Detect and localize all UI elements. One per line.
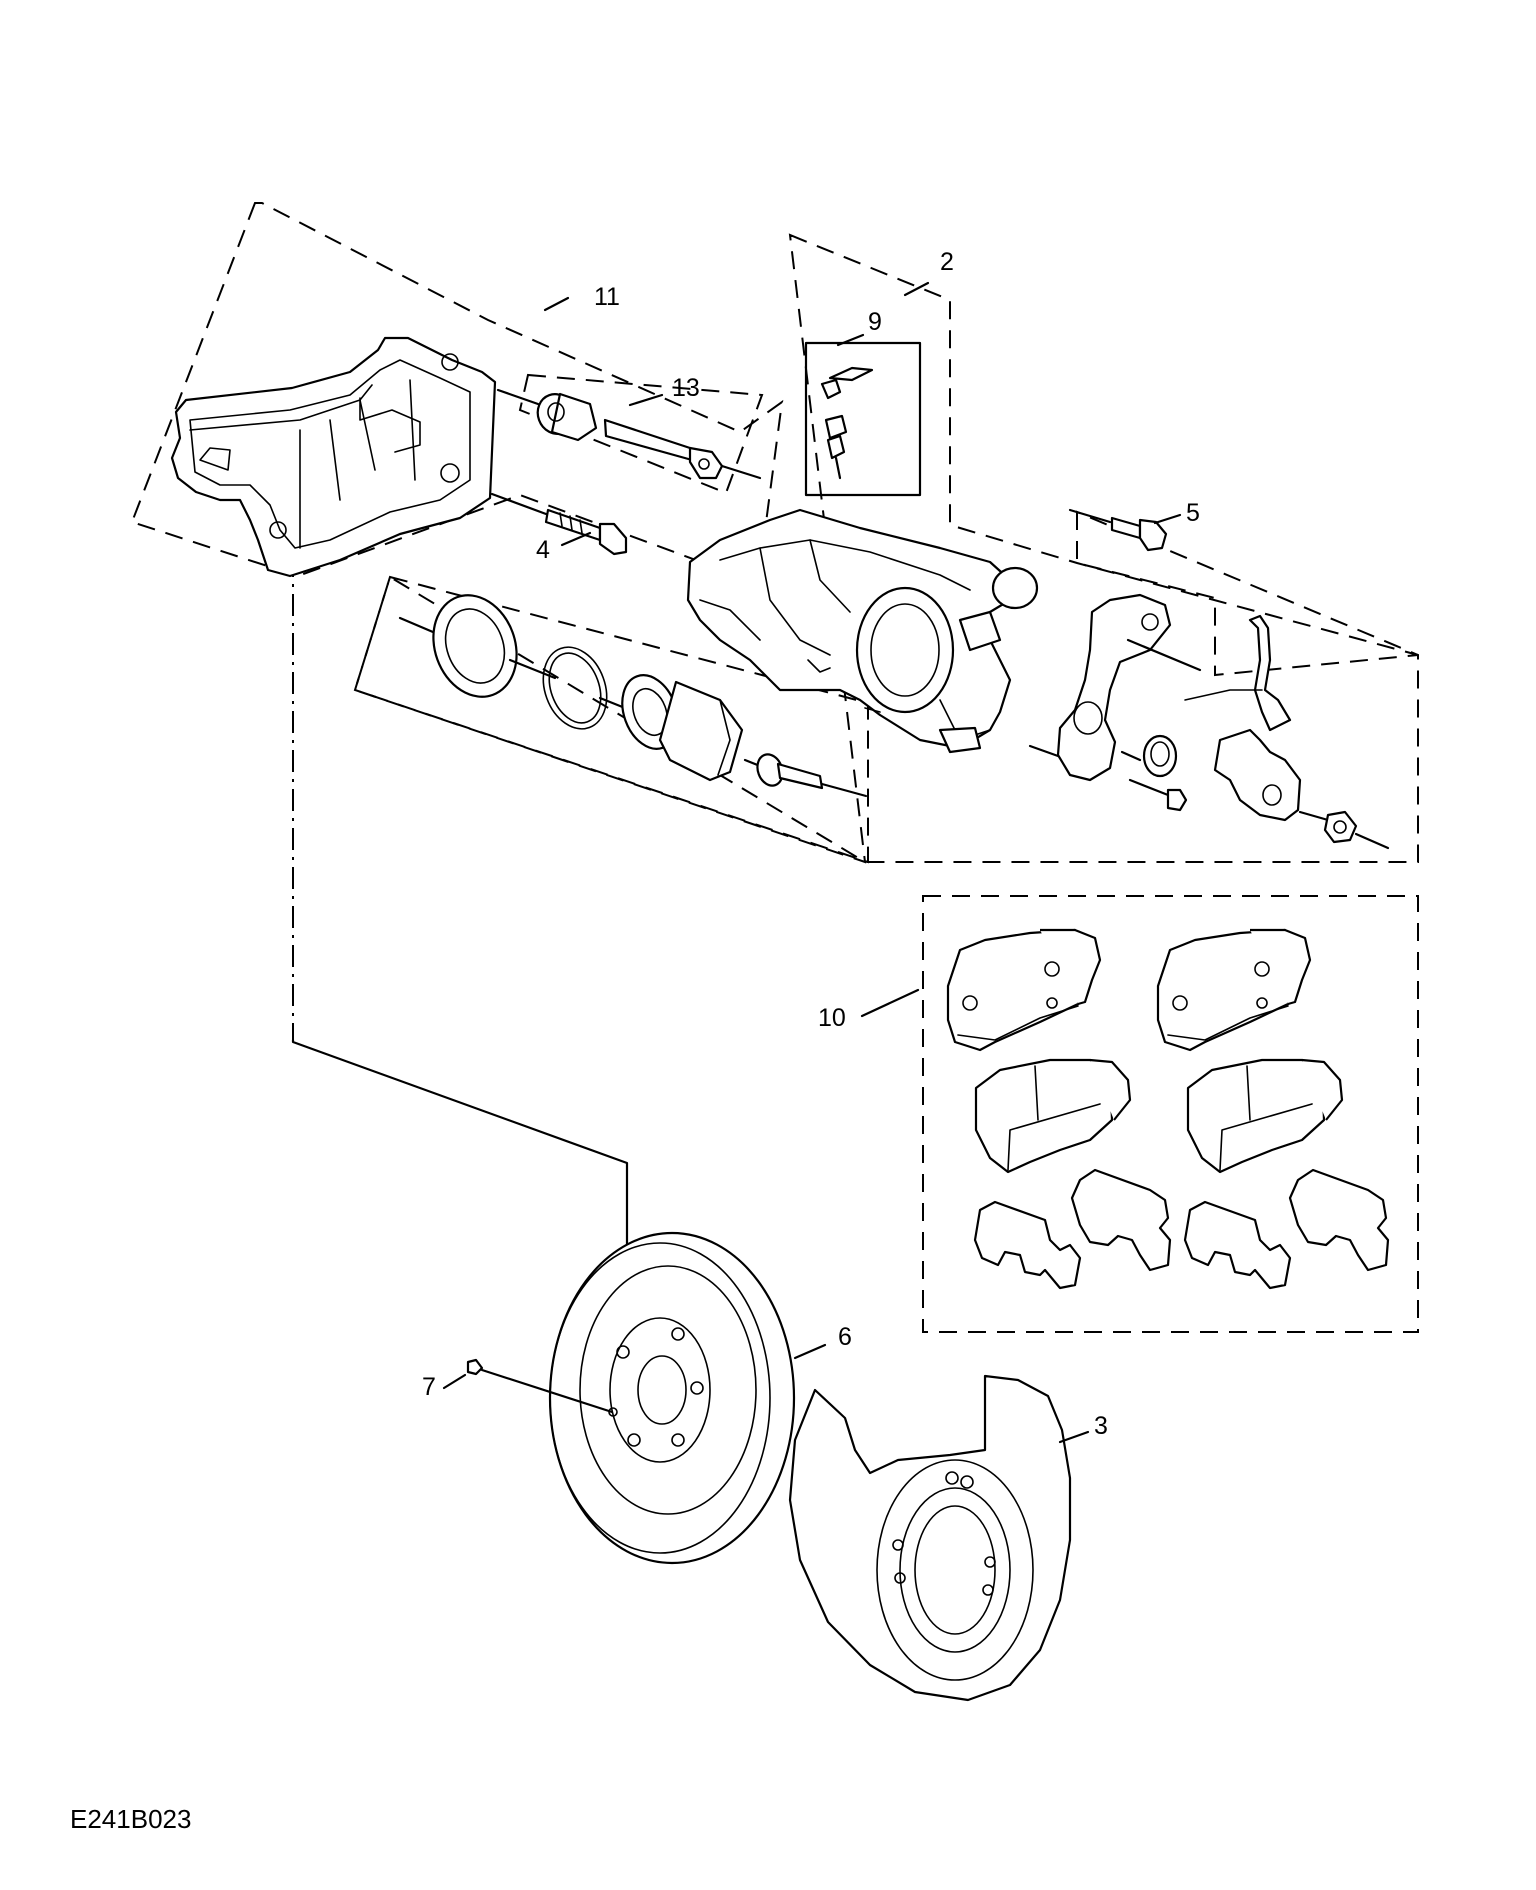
- brake-disc: [548, 1231, 796, 1565]
- group-outline-slide-pins: [518, 373, 764, 495]
- leader-11: [543, 296, 570, 312]
- leader-4: [560, 531, 592, 547]
- group-outline-pads: [922, 895, 1419, 1333]
- callout-3: 3: [1094, 1412, 1108, 1440]
- dust-shield: [788, 1374, 1072, 1702]
- callout-11: 11: [594, 283, 620, 311]
- leader-6: [793, 1343, 827, 1360]
- leader-10: [860, 988, 920, 1018]
- slide-pin-set: [496, 388, 762, 480]
- retaining-screw: [466, 1358, 614, 1414]
- leader-5: [1153, 513, 1182, 525]
- group-outline-piston-set: [353, 575, 869, 864]
- carrier-bracket: [170, 336, 497, 578]
- pad-wear-sensor: [820, 366, 874, 480]
- callout-6: 6: [838, 1323, 852, 1351]
- leader-2: [903, 281, 930, 297]
- caliper-housing: [686, 508, 1039, 754]
- callout-2: 2: [940, 248, 954, 276]
- callout-9: 9: [868, 308, 882, 336]
- brake-pads: [946, 928, 1344, 1174]
- callout-7: 7: [422, 1373, 436, 1401]
- pad-clips: [973, 1168, 1390, 1290]
- piston-kit: [398, 594, 868, 798]
- group-outline-caliper: [353, 233, 1419, 864]
- sensor-box: [804, 341, 922, 497]
- leader-3: [1058, 1430, 1090, 1444]
- callout-5: 5: [1186, 499, 1200, 527]
- callout-13: 13: [672, 374, 700, 402]
- disc-centre-leader: [291, 1038, 629, 1272]
- parking-brake-lever: [1028, 593, 1390, 850]
- callout-10: 10: [818, 1004, 846, 1032]
- leader-13: [628, 393, 664, 407]
- leader-7: [442, 1373, 467, 1390]
- diagram-code: E241B023: [70, 1804, 192, 1834]
- callout-4: 4: [536, 536, 550, 564]
- bolt-5: [1068, 508, 1168, 552]
- leader-9: [836, 333, 865, 347]
- group-outline-lever-set: [1076, 510, 1419, 677]
- bolt-4: [490, 492, 628, 556]
